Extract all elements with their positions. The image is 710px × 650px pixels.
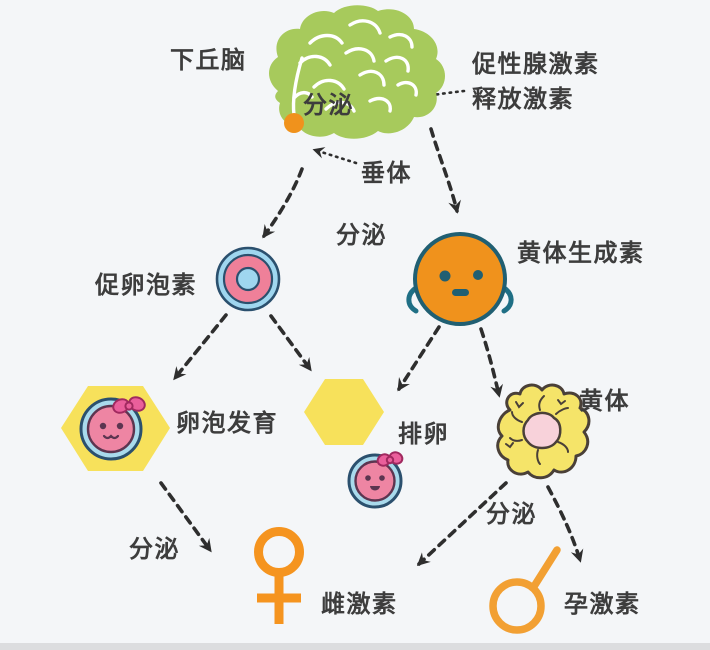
progesterone-symbol-icon [489,546,561,634]
fsh-label: 促卵泡素 [95,272,197,299]
bow-icon [376,451,404,467]
estrogen-label: 雌激素 [321,591,398,618]
pituitary-dot-icon [284,113,304,133]
gnrh-label-line2: 释放激素 [472,86,574,113]
lh-left-arm [406,285,419,314]
progesterone-label: 孕激素 [564,591,641,618]
secrete-label-brain: 分泌 [303,92,354,119]
ovulation-hexagon-icon [304,379,384,445]
pituitary-label: 垂体 [361,160,412,187]
gnrh-label-line1: 促性腺激素 [472,51,600,78]
corpus-luteum-icon [496,383,591,480]
brain-icon [269,5,445,139]
lh-right-arm [501,285,514,314]
bottom-edge-strip [0,643,710,650]
lh-icon [406,232,514,326]
secrete-label-pituitary: 分泌 [336,222,387,249]
female-symbol-icon [254,527,304,624]
arrow-lh-to-ovulation [397,325,441,392]
secrete-label-corpus: 分泌 [486,501,537,528]
ovulation-label: 排卵 [398,421,449,448]
follicle-hexagon-icon [61,386,170,471]
hypothalamus-label: 下丘脑 [170,47,247,74]
arrow-fsh-to-ovulation [269,314,312,372]
arrow-pituitary-to-fsh [262,167,304,239]
arrow-fsh-to-follicle [173,313,228,381]
bow-icon [112,396,146,414]
corpus-luteum-label: 黄体 [579,388,630,415]
egg-icon [347,451,404,509]
lh-label: 黄体生成素 [517,240,645,267]
arrow-pituitary-label-to-dot [312,147,358,165]
fsh-icon [215,246,281,312]
follicle-development-label: 卵泡发育 [176,410,278,437]
secrete-label-follicle: 分泌 [129,536,180,563]
